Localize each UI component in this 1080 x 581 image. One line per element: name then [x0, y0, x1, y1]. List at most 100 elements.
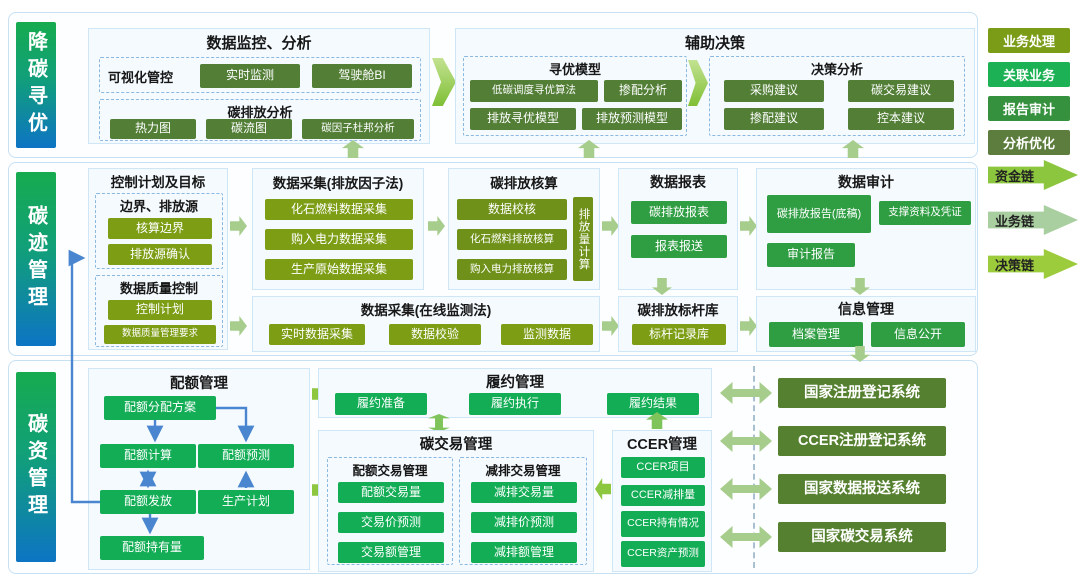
btn-reduction-price-forecast: 减排价预测 — [471, 512, 577, 533]
btn-purchased-power-accounting: 购入电力排放核算 — [457, 259, 567, 280]
btn-procurement-advice: 采购建议 — [724, 80, 824, 102]
btn-benchmark-record-db: 标杆记录库 — [632, 324, 726, 345]
section-title: 履约管理 — [486, 375, 544, 391]
btn-ccer-registry-system: CCER注册登记系统 — [778, 426, 946, 456]
group-title: 减排交易管理 — [485, 464, 561, 478]
viz-control-group: 可视化管控 实时监测 驾驶舱BI — [99, 57, 421, 93]
btn-quota-trade-volume: 配额交易量 — [338, 482, 444, 503]
section-title: 碳交易管理 — [419, 437, 493, 453]
section-emission-benchmark: 碳排放标杆库 标杆记录库 — [618, 296, 738, 352]
band-label-carbon-assets: 碳资管理 — [16, 372, 56, 562]
boundary-dashed-line — [753, 366, 755, 568]
btn-carbon-flow-chart: 碳流图 — [206, 119, 292, 139]
btn-national-carbon-trading-system: 国家碳交易系统 — [778, 522, 946, 552]
emission-analysis-group: 碳排放分析 热力图 碳流图 碳因子杜邦分析 — [99, 99, 421, 141]
boundary-group: 边界、排放源 核算边界 排放源确认 — [95, 193, 223, 269]
btn-info-disclosure: 信息公开 — [871, 322, 965, 347]
btn-carbon-trade-advice: 碳交易建议 — [848, 80, 954, 102]
btn-emission-optimization-model: 排放寻优模型 — [470, 108, 576, 130]
btn-ccer-asset-forecast: CCER资产预测 — [621, 541, 705, 567]
btn-compliance-result: 履约结果 — [607, 393, 699, 415]
btn-production-raw-data: 生产原始数据采集 — [265, 259, 413, 280]
optimization-model-group: 寻优模型 低碳调度寻优算法 掺配分析 排放寻优模型 排放预测模型 — [463, 56, 687, 136]
btn-ccer-reduction: CCER减排量 — [621, 485, 705, 506]
btn-control-plan: 控制计划 — [108, 300, 212, 320]
btn-accounting-boundary: 核算边界 — [108, 218, 212, 239]
section-data-collection-factor: 数据采集(排放因子法) 化石燃料数据采集 购入电力数据采集 生产原始数据采集 — [252, 168, 424, 290]
btn-emission-source-confirm: 排放源确认 — [108, 244, 212, 265]
section-data-report: 数据报表 碳排放报表 报表报送 — [618, 168, 738, 290]
btn-quota-allocation-plan: 配额分配方案 — [104, 396, 216, 420]
decision-analysis-group: 决策分析 采购建议 碳交易建议 掺配建议 控本建议 — [709, 56, 965, 136]
btn-fossil-fuel-data: 化石燃料数据采集 — [265, 199, 413, 220]
btn-emission-report-table: 碳排放报表 — [631, 201, 727, 224]
btn-emission-report-draft: 碳排放报告(底稿) — [767, 195, 871, 233]
data-quality-group: 数据质量控制 控制计划 数据质量管理要求 — [95, 275, 223, 347]
btn-cost-control-advice: 控本建议 — [848, 108, 954, 130]
btn-data-verification: 数据校验 — [389, 324, 481, 345]
section-title: 数据报表 — [650, 174, 706, 190]
section-data-monitoring: 数据监控、分析 可视化管控 实时监测 驾驶舱BI 碳排放分析 热力图 碳流图 碳… — [88, 28, 430, 144]
btn-reduction-trade-volume: 减排交易量 — [471, 482, 577, 503]
btn-emission-forecast-model: 排放预测模型 — [582, 108, 682, 130]
btn-fossil-fuel-accounting: 化石燃料排放核算 — [457, 229, 567, 250]
btn-dashboard-bi: 驾驶舱BI — [312, 64, 412, 88]
section-control-plan: 控制计划及目标 边界、排放源 核算边界 排放源确认 数据质量控制 控制计划 数据… — [88, 168, 228, 350]
btn-ccer-holding: CCER持有情况 — [621, 511, 705, 537]
btn-heatmap: 热力图 — [110, 119, 196, 139]
section-title: 数据采集(排放因子法) — [272, 176, 404, 191]
btn-dupont-analysis: 碳因子杜邦分析 — [302, 119, 414, 139]
band-label-carbon-footprint: 碳迹管理 — [16, 172, 56, 346]
section-emission-accounting: 碳排放核算 数据校核 化石燃料排放核算 购入电力排放核算 排放量计算 — [448, 168, 600, 290]
chain-arrow-funds: 资金链 — [988, 160, 1078, 190]
section-title: 数据采集(在线监测法) — [360, 303, 492, 318]
section-title: CCER管理 — [626, 437, 698, 453]
btn-national-registry-system: 国家注册登记系统 — [778, 378, 946, 408]
section-ccer-management: CCER管理 CCER项目 CCER减排量 CCER持有情况 CCER资产预测 — [612, 430, 712, 572]
btn-data-quality-requirements: 数据质量管理要求 — [104, 325, 216, 344]
group-title: 配额交易管理 — [352, 464, 428, 478]
btn-report-submission: 报表报送 — [631, 235, 727, 258]
btn-trade-amount-management: 交易额管理 — [338, 542, 444, 563]
btn-blending-analysis: 掺配分析 — [604, 80, 682, 102]
btn-ccer-project: CCER项目 — [621, 457, 705, 478]
btn-monitoring-data: 监测数据 — [501, 324, 593, 345]
chain-arrow-business: 业务链 — [988, 205, 1078, 235]
btn-quota-holding: 配额持有量 — [100, 536, 204, 560]
group-title: 边界、排放源 — [119, 199, 198, 214]
section-info-management: 信息管理 档案管理 信息公开 — [756, 296, 976, 352]
btn-quota-forecast: 配额预测 — [198, 444, 294, 468]
btn-compliance-execution: 履约执行 — [469, 393, 561, 415]
group-title: 寻优模型 — [548, 62, 601, 77]
btn-production-plan: 生产计划 — [198, 490, 294, 514]
section-data-audit: 数据审计 碳排放报告(底稿) 支撑资料及凭证 审计报告 — [756, 168, 976, 290]
section-title: 信息管理 — [838, 301, 894, 317]
btn-quota-issue: 配额发放 — [100, 490, 196, 514]
legend-business-processing: 业务处理 — [988, 28, 1070, 53]
quota-trading-group: 配额交易管理 配额交易量 交易价预测 交易额管理 — [327, 457, 453, 565]
section-title: 辅助决策 — [684, 35, 745, 52]
legend-related-business: 关联业务 — [988, 62, 1070, 87]
btn-blending-advice: 掺配建议 — [724, 108, 824, 130]
section-title: 碳排放标杆库 — [637, 303, 719, 318]
section-title: 数据审计 — [838, 174, 894, 190]
legend-report-audit: 报告审计 — [988, 96, 1070, 121]
btn-trade-price-forecast: 交易价预测 — [338, 512, 444, 533]
section-data-collection-online: 数据采集(在线监测法) 实时数据采集 数据校验 监测数据 — [252, 296, 600, 352]
band-label-emission-optimization: 降碳寻优 — [16, 22, 56, 148]
btn-emission-calculation: 排放量计算 — [573, 197, 593, 281]
section-title: 数据监控、分析 — [206, 35, 312, 52]
btn-reduction-amount-management: 减排额管理 — [471, 542, 577, 563]
btn-realtime-data-collection: 实时数据采集 — [269, 324, 365, 345]
btn-low-carbon-dispatch-algorithm: 低碳调度寻优算法 — [470, 80, 598, 102]
chain-label: 资金链 — [995, 168, 1035, 184]
chain-label: 业务链 — [995, 213, 1035, 229]
btn-realtime-monitoring: 实时监测 — [200, 64, 300, 88]
section-carbon-trading: 碳交易管理 配额交易管理 配额交易量 交易价预测 交易额管理 减排交易管理 减排… — [318, 430, 594, 572]
group-title: 碳排放分析 — [227, 105, 293, 120]
btn-archive-management: 档案管理 — [769, 322, 863, 347]
section-title: 碳排放核算 — [490, 176, 558, 191]
section-title: 控制计划及目标 — [110, 175, 206, 190]
btn-compliance-preparation: 履约准备 — [335, 393, 427, 415]
